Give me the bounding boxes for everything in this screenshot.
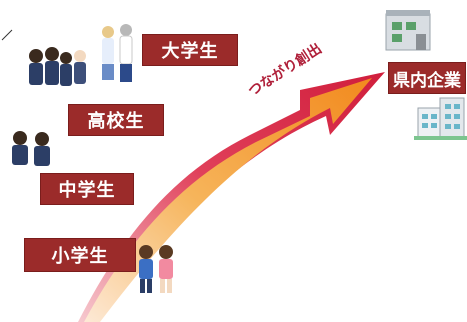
label-companies: 県内企業 bbox=[388, 62, 466, 94]
company-building-icon bbox=[385, 10, 431, 51]
elementary-students-icon bbox=[139, 245, 173, 293]
junior-high-students-icon bbox=[12, 131, 50, 166]
label-junior-high: 中学生 bbox=[40, 173, 134, 205]
growth-arrow bbox=[78, 72, 385, 322]
label-high-school: 高校生 bbox=[68, 104, 164, 136]
high-school-students-icon bbox=[29, 47, 86, 86]
label-elementary: 小学生 bbox=[24, 238, 136, 272]
label-university: 大学生 bbox=[142, 34, 238, 66]
university-students-icon bbox=[102, 24, 133, 82]
office-building-icon bbox=[414, 97, 467, 140]
